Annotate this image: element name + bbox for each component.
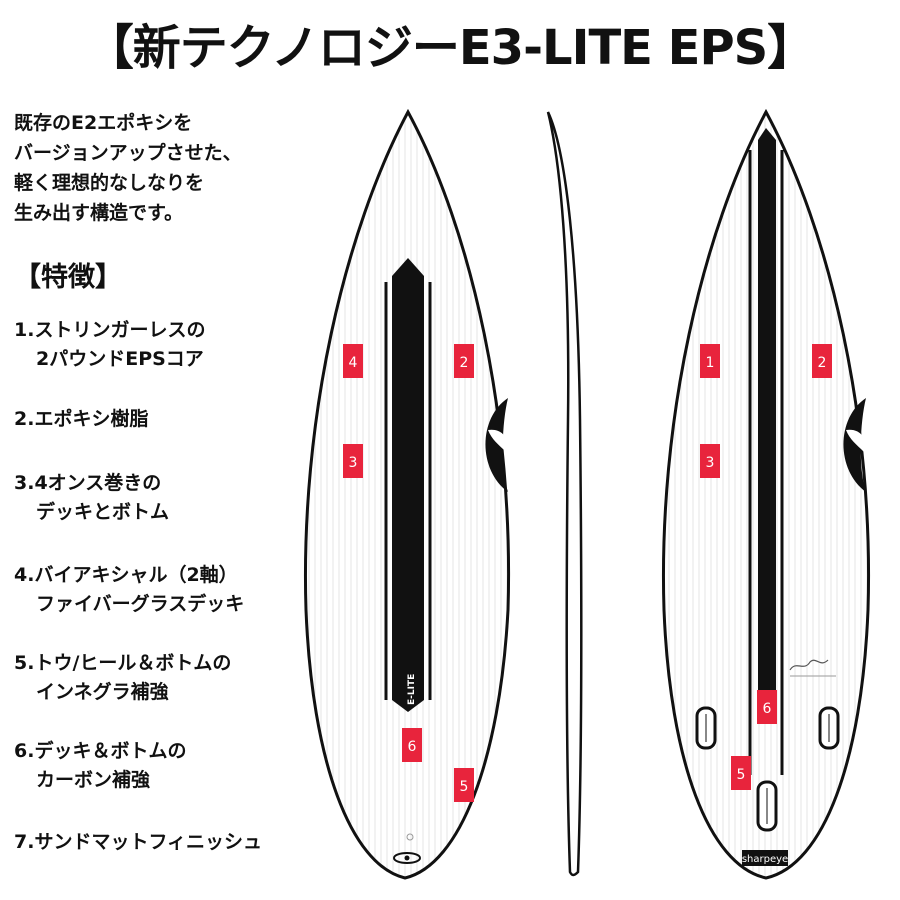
features-heading: 【特徴】 bbox=[14, 262, 122, 293]
deck-stringer-text: E-LITE bbox=[407, 674, 417, 705]
intro-line: 生み出す構造です。 bbox=[14, 202, 184, 224]
bottom-marker-label: 3 bbox=[706, 455, 715, 471]
feature-line: 6.デッキ＆ボトムの bbox=[14, 740, 187, 762]
deck-marker-5 bbox=[454, 768, 474, 802]
bottom-marker-label: 5 bbox=[737, 767, 746, 783]
deck-marker-label: 5 bbox=[460, 779, 469, 795]
feature-line: 1.ストリンガーレスの bbox=[14, 319, 206, 341]
feature-item: 2.エポキシ樹脂 bbox=[14, 405, 148, 434]
bottom-marker-label: 6 bbox=[763, 701, 772, 717]
feature-item: 6.デッキ＆ボトムの カーボン補強 bbox=[14, 737, 186, 795]
feature-line: 4.バイアキシャル（2軸） bbox=[14, 564, 238, 586]
fin-box-icon bbox=[818, 706, 840, 750]
fin-box-icon bbox=[695, 706, 717, 750]
side-board-outline bbox=[546, 111, 583, 877]
sharpeye-logo-icon bbox=[843, 398, 866, 492]
intro-line: 軽く理想的なしなりを bbox=[14, 172, 205, 194]
eye-logo-icon bbox=[393, 833, 421, 864]
bottom-logo-text: sharpeye bbox=[742, 854, 788, 865]
bottom-marker-3 bbox=[700, 444, 720, 478]
feature-item: 1.ストリンガーレスの 2パウンドEPSコア bbox=[14, 316, 205, 374]
deck-marker-label: 2 bbox=[460, 355, 469, 371]
bottom-marker-label: 1 bbox=[706, 355, 715, 371]
deck-marker-4 bbox=[343, 344, 363, 378]
feature-line: 2.エポキシ樹脂 bbox=[14, 408, 149, 430]
feature-item: 7.サンドマットフィニッシュ bbox=[14, 828, 262, 857]
feature-line: インネグラ補強 bbox=[36, 681, 169, 703]
bottom-carbon-strip bbox=[758, 128, 776, 690]
intro-line: バージョンアップさせた、 bbox=[14, 142, 242, 164]
bottom-view-board: sharpeye 1 2 3 6 5 bbox=[662, 108, 871, 880]
deck-marker-2 bbox=[454, 344, 474, 378]
deck-marker-3 bbox=[343, 444, 363, 478]
sharpeye-logo-icon bbox=[485, 398, 508, 492]
feature-line: 5.トウ/ヒール＆ボトムの bbox=[14, 652, 232, 674]
feature-line: カーボン補強 bbox=[36, 769, 151, 791]
feature-line: ファイバーグラスデッキ bbox=[36, 593, 245, 615]
bottom-marker-1 bbox=[700, 344, 720, 378]
feature-line: 7.サンドマットフィニッシュ bbox=[14, 831, 263, 853]
feature-item: 4.バイアキシャル（2軸） ファイバーグラスデッキ bbox=[14, 561, 244, 619]
fin-box-icon bbox=[756, 780, 778, 832]
deck-marker-label: 3 bbox=[349, 455, 358, 471]
deck-view-board: E-LITE 4 2 3 6 5 bbox=[304, 108, 511, 880]
feature-item: 3.4オンス巻きの デッキとボトム bbox=[14, 469, 169, 527]
sharpeye-brand-badge bbox=[742, 850, 788, 866]
intro-line: 既存のE2エポキシを bbox=[14, 112, 193, 134]
intro-text: 既存のE2エポキシを バージョンアップさせた、 軽く理想的なしなりを 生み出す構… bbox=[14, 108, 314, 228]
deck-carbon-strip bbox=[392, 258, 424, 712]
bottom-marker-label: 2 bbox=[818, 355, 827, 371]
deck-marker-label: 6 bbox=[408, 739, 417, 755]
bottom-marker-2 bbox=[812, 344, 832, 378]
shaper-signature-icon bbox=[789, 659, 829, 671]
bottom-marker-6 bbox=[757, 690, 777, 724]
deck-marker-6 bbox=[402, 728, 422, 762]
page-title: 【新テクノロジーE3-LITE EPS】 bbox=[85, 20, 815, 76]
side-profile-board bbox=[546, 111, 583, 877]
deck-marker-label: 4 bbox=[349, 355, 358, 371]
bottom-marker-5 bbox=[731, 756, 751, 790]
feature-line: デッキとボトム bbox=[36, 501, 170, 523]
feature-line: 2パウンドEPSコア bbox=[36, 348, 204, 370]
feature-item: 5.トウ/ヒール＆ボトムの インネグラ補強 bbox=[14, 649, 231, 707]
feature-line: 3.4オンス巻きの bbox=[14, 472, 162, 494]
